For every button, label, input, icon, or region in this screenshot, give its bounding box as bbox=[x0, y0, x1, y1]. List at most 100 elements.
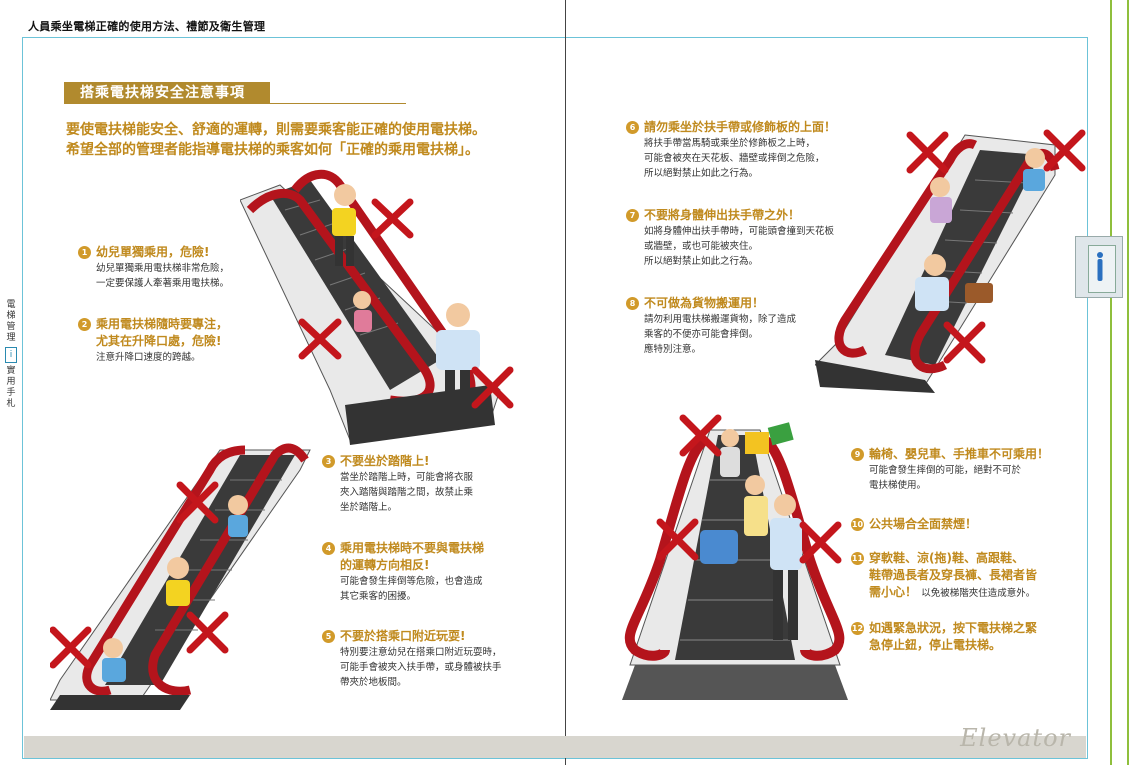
tip-title: 穿軟鞋、涼(拖)鞋、高跟鞋、 bbox=[869, 551, 1024, 565]
escalator-illustration-1 bbox=[240, 169, 514, 445]
person-icon bbox=[1097, 252, 1103, 281]
prohibited-x-icon bbox=[679, 414, 722, 457]
tip-title: 尤其在升降口處，危險! bbox=[96, 334, 222, 348]
header-title: 人員乘坐電梯正確的使用方法、禮節及衛生管理 bbox=[28, 20, 266, 33]
tip-6: 6 請勿乘坐於扶手帶或修飾板的上面！ 將扶手帶當馬騎或乘坐於修飾板之上時， 可能會… bbox=[626, 119, 866, 181]
tip-number: 6 bbox=[626, 121, 639, 134]
tip-body: 帶夾於地板間。 bbox=[340, 677, 407, 688]
tip-number: 9 bbox=[851, 448, 864, 461]
title-underline bbox=[270, 103, 406, 104]
tip-number: 12 bbox=[851, 622, 864, 635]
footer-band bbox=[24, 736, 1086, 758]
tip-body: 坐於踏階上。 bbox=[340, 502, 398, 513]
prohibited-x-icon bbox=[471, 366, 514, 409]
tip-body: 其它乘客的困擾。 bbox=[340, 591, 417, 602]
tip-title: 不要於搭乘口附近玩耍! bbox=[340, 629, 466, 643]
tip-title: 乘用電扶梯隨時要專注， bbox=[96, 317, 229, 331]
tip-body: 夾入踏階與踏階之間，故禁止乘 bbox=[340, 487, 474, 498]
tip-number: 1 bbox=[78, 246, 91, 259]
tip-body: 應特別注意。 bbox=[644, 344, 702, 355]
prohibited-x-icon bbox=[50, 626, 92, 669]
tip-body: 乘客的不便亦可能會摔倒。 bbox=[644, 329, 759, 340]
spine-char: 手 bbox=[6, 388, 16, 398]
spine-char: 用 bbox=[6, 377, 16, 387]
tip-1: 1 幼兒單獨乘用，危險! 幼兒單獨乘用電扶梯非常危險， 一定要保護人牽著乘用電扶梯… bbox=[78, 244, 318, 291]
tip-title: 急停止鈕，停止電扶梯。 bbox=[869, 638, 1002, 652]
tip-title: 請勿乘坐於扶手帶或修飾板的上面！ bbox=[644, 120, 837, 134]
tip-body: 一定要保護人牽著乘用電扶梯。 bbox=[96, 278, 230, 289]
intro-line: 希望全部的管理者能指導電扶梯的乘客如何「正確的乘用電扶梯」。 bbox=[66, 142, 479, 158]
tip-body: 注意升降口速度的跨越。 bbox=[96, 352, 201, 363]
tip-body: 如將身體伸出扶手帶時，可能頭會撞到天花板 bbox=[644, 226, 835, 237]
tip-number: 4 bbox=[322, 542, 335, 555]
tip-title: 輪椅、嬰兒車、手推車不可乘用！ bbox=[869, 447, 1050, 461]
edge-line bbox=[1110, 0, 1112, 765]
page-divider bbox=[565, 0, 566, 765]
tip-number: 5 bbox=[322, 630, 335, 643]
tip-7: 7 不要將身體伸出扶手帶之外！ 如將身體伸出扶手帶時，可能頭會撞到天花板或牆壁，… bbox=[626, 207, 866, 269]
elevator-side-tab bbox=[1075, 236, 1123, 298]
spine-char: 實 bbox=[6, 366, 16, 376]
tip-number: 8 bbox=[626, 297, 639, 310]
spine-char: 札 bbox=[6, 399, 16, 409]
elevator-watermark: Elevator bbox=[960, 724, 1071, 752]
spine-char: 梯 bbox=[6, 311, 16, 321]
intro-text: 要使電扶梯能安全、舒適的運轉，則需要乘客能正確的使用電扶梯。 希望全部的管理者能… bbox=[66, 120, 546, 160]
tip-10: 10 公共場合全面禁煙！ bbox=[851, 516, 1076, 533]
spine-label: 電 梯 管 理 i 實 用 手 札 bbox=[4, 300, 18, 410]
spine-char: 電 bbox=[6, 300, 16, 310]
tip-body: 可能手會被夾入扶手帶，或身體被扶手 bbox=[340, 662, 502, 673]
tip-number: 3 bbox=[322, 455, 335, 468]
prohibited-x-icon bbox=[371, 198, 414, 239]
tip-9: 9 輪椅、嬰兒車、手推車不可乘用！ 可能會發生摔倒的可能，絕對不可於電扶梯使用。 bbox=[851, 446, 1076, 493]
prohibited-x-icon bbox=[799, 521, 842, 564]
tip-title: 不可做為貨物搬運用！ bbox=[644, 296, 765, 310]
intro-line: 要使電扶梯能安全、舒適的運轉，則需要乘客能正確的使用電扶梯。 bbox=[66, 122, 486, 138]
tip-title: 公共場合全面禁煙！ bbox=[869, 517, 978, 531]
prohibited-x-icon bbox=[298, 318, 342, 360]
tip-number: 10 bbox=[851, 518, 864, 531]
tip-title: 不要坐於踏階上! bbox=[340, 454, 430, 468]
prohibited-x-icon bbox=[176, 481, 219, 524]
tip-number: 7 bbox=[626, 209, 639, 222]
tip-body: 所以絕對禁止如此之行為。 bbox=[644, 256, 759, 267]
tip-title: 幼兒單獨乘用，危險! bbox=[96, 245, 210, 259]
spine-char: 理 bbox=[6, 333, 16, 343]
tip-body: 特別要注意幼兒在搭乘口附近玩耍時， bbox=[340, 647, 502, 658]
tip-title: 鞋帶過長者及穿長褲、長裙者皆 bbox=[869, 568, 1038, 582]
tip-number: 11 bbox=[851, 552, 864, 565]
tip-title: 不要將身體伸出扶手帶之外！ bbox=[644, 208, 801, 222]
tip-body: 可能會發生摔倒等危險，也會造成 bbox=[340, 576, 483, 587]
tip-title: 的運轉方向相反! bbox=[340, 558, 430, 572]
tip-2: 2 乘用電扶梯隨時要專注， 尤其在升降口處，危險! 注意升降口速度的跨越。 bbox=[78, 316, 318, 365]
tip-number: 2 bbox=[78, 318, 91, 331]
spine-char: 管 bbox=[6, 322, 16, 332]
prohibited-x-icon bbox=[656, 518, 699, 561]
prohibited-x-icon bbox=[943, 321, 986, 364]
tip-body: 當坐於踏階上時，可能會將衣服 bbox=[340, 472, 474, 483]
tip-11: 11 穿軟鞋、涼(拖)鞋、高跟鞋、 鞋帶過長者及穿長褲、長裙者皆 需小心！ 以免… bbox=[851, 550, 1076, 602]
tip-body: 可能會發生摔倒的可能，絕對不可於 bbox=[869, 465, 1022, 476]
tip-5: 5 不要於搭乘口附近玩耍! 特別要注意幼兒在搭乘口附近玩耍時， 可能手會被夾入扶手… bbox=[322, 628, 562, 690]
escalator-illustration-4 bbox=[622, 414, 848, 700]
section-title: 搭乘電扶梯安全注意事項 bbox=[64, 82, 270, 104]
page-frame bbox=[22, 37, 1088, 759]
tip-body: 將扶手帶當馬騎或乘坐於修飾板之上時， bbox=[644, 138, 816, 149]
tip-body: 可能會被夾在天花板、牆壁或摔倒之危險， bbox=[644, 153, 825, 164]
escalator-illustration-3 bbox=[815, 129, 1086, 393]
prohibited-x-icon bbox=[1043, 129, 1086, 172]
tip-body: 或牆壁，或也可能被夾住。 bbox=[644, 241, 759, 252]
tip-body: 所以絕對禁止如此之行為。 bbox=[644, 168, 759, 179]
tip-3: 3 不要坐於踏階上! 當坐於踏階上時，可能會將衣服夾入踏階與踏階之間，故禁止乘坐… bbox=[322, 453, 562, 515]
info-icon: i bbox=[5, 347, 17, 363]
tip-body: 幼兒單獨乘用電扶梯非常危險， bbox=[96, 263, 230, 274]
prohibited-x-icon bbox=[906, 131, 949, 174]
prohibited-x-icon bbox=[186, 611, 229, 654]
tip-4: 4 乘用電扶梯時不要與電扶梯的運轉方向相反! 可能會發生摔倒等危險，也會造成其它… bbox=[322, 540, 562, 604]
edge-line bbox=[1127, 0, 1129, 765]
tip-8: 8 不可做為貨物搬運用！ 請勿利用電扶梯搬運貨物，除了造成乘客的不便亦可能會摔倒… bbox=[626, 295, 866, 357]
tip-note: 以免被梯階夾住造成意外。 bbox=[921, 588, 1036, 599]
tip-title: 乘用電扶梯時不要與電扶梯 bbox=[340, 541, 485, 555]
tip-title: 需小心！ bbox=[869, 585, 918, 599]
tip-title: 如遇緊急狀況，按下電扶梯之緊 bbox=[869, 621, 1038, 635]
